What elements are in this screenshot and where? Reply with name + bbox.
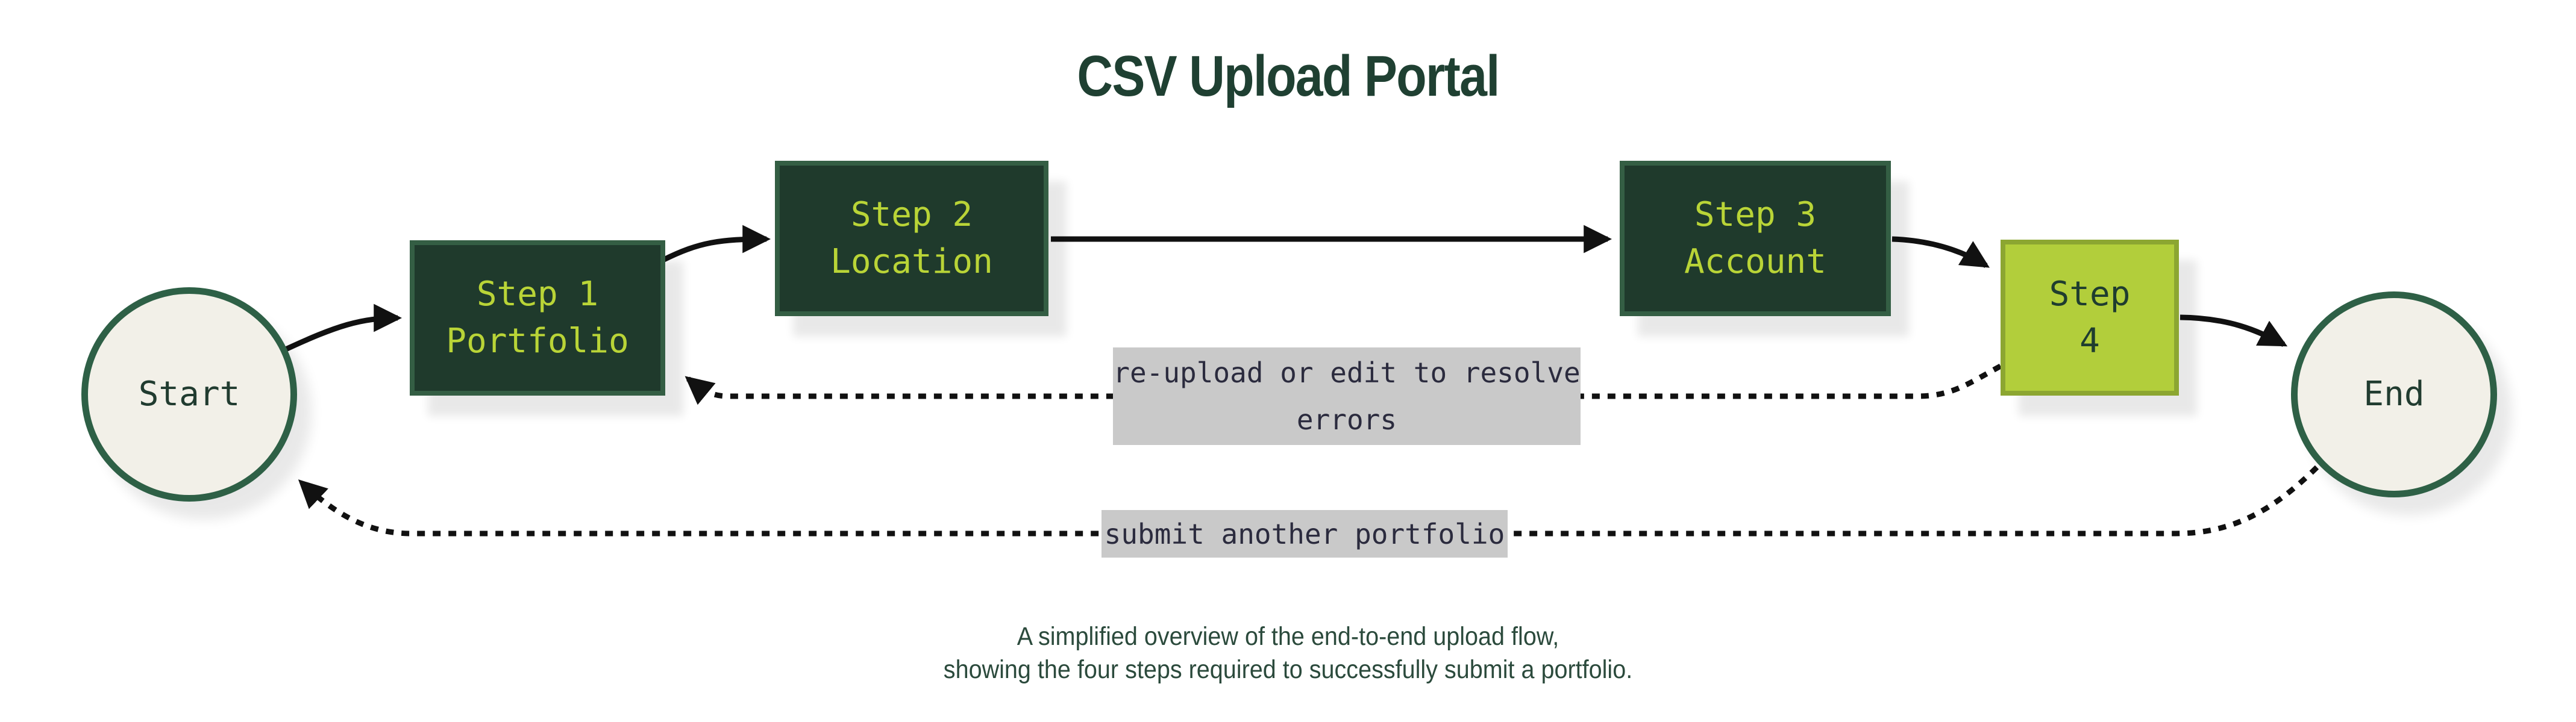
node-step4-line2: 4 (2079, 321, 2100, 361)
edge-step4-to-step1-reupload (685, 364, 2002, 405)
node-step4-line1: Step (2049, 274, 2131, 314)
node-step4: Step 4 (2001, 240, 2179, 396)
node-step1-line2: Portfolio (446, 322, 629, 361)
diagram-caption: A simplified overview of the end-to-end … (103, 620, 2473, 686)
caption-line1: A simplified overview of the end-to-end … (1017, 622, 1559, 651)
diagram-title: CSV Upload Portal (1077, 44, 1500, 108)
node-step1-line1: Step 1 (476, 275, 599, 314)
node-step3-line2: Account (1684, 242, 1826, 281)
node-step3-line1: Step 3 (1694, 195, 1817, 234)
edge-start-to-step1 (282, 303, 403, 353)
edge-label-reupload-line2: errors (1296, 403, 1397, 436)
edge-step3-to-step4 (1891, 236, 1990, 268)
caption-line2: showing the four steps required to succe… (943, 655, 1633, 684)
node-end-label: End (2363, 375, 2425, 414)
node-step2-line2: Location (830, 242, 993, 281)
node-step1: Step 1 Portfolio (410, 240, 665, 396)
edge-label-reupload-line1: re-upload or edit to resolve (1113, 356, 1581, 389)
node-step2: Step 2 Location (775, 161, 1048, 316)
node-step2-line1: Step 2 (850, 195, 973, 234)
edge-label-resubmit: submit another portfolio (1102, 510, 1508, 558)
edge-step4-to-end (2180, 314, 2288, 347)
edge-label-reupload: re-upload or edit to resolve errors (1113, 347, 1581, 445)
edge-end-to-start-resubmit (298, 465, 2319, 537)
node-start-label: Start (138, 375, 240, 414)
node-step3: Step 3 Account (1620, 161, 1891, 316)
edge-step1-to-step2 (661, 225, 771, 263)
node-start: Start (81, 287, 297, 502)
node-end: End (2291, 291, 2497, 497)
edge-label-resubmit-line1: submit another portfolio (1104, 517, 1505, 550)
